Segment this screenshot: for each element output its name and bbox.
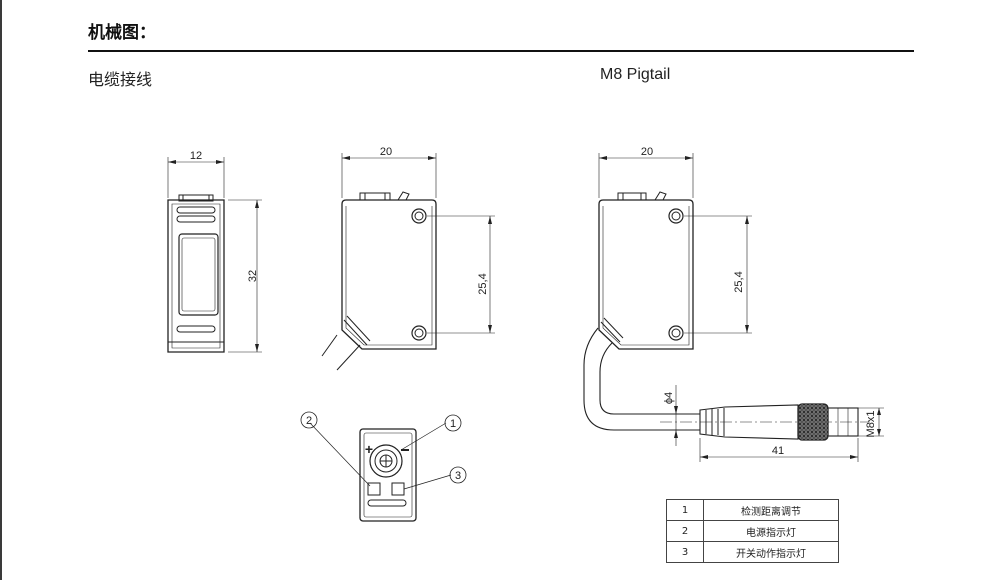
dim-side-height: 32: [247, 270, 259, 282]
window-left-border: [0, 0, 2, 580]
legend-num: 1: [666, 499, 704, 521]
dim-side-width: 12: [190, 150, 202, 162]
page-title: 机械图：: [88, 23, 156, 42]
legend-desc: 开关动作指示灯: [703, 541, 839, 563]
dim-thread: M8x1: [865, 411, 877, 438]
dim-connector-length: 41: [772, 445, 784, 457]
dim-front-hole-spacing: 25,4: [477, 273, 489, 294]
callout-3: 3: [455, 470, 461, 482]
callout-1: 1: [450, 418, 456, 430]
legend-table: 1 检测距离调节 2 电源指示灯 3 开关动作指示灯: [666, 499, 839, 563]
dim-cable-diameter: ϕ4: [663, 392, 675, 404]
legend-row: 3 开关动作指示灯: [666, 541, 839, 563]
callout-2: 2: [306, 415, 312, 427]
dim-pigtail-hole-spacing: 25,4: [733, 271, 745, 292]
top-view: +: [300, 411, 467, 522]
legend-desc: 检测距离调节: [703, 499, 839, 521]
legend-row: 2 电源指示灯: [666, 520, 839, 542]
legend-row: 1 检测距离调节: [666, 499, 839, 521]
legend-num: 2: [666, 520, 704, 542]
title-divider: [88, 50, 914, 52]
dim-front-width: 20: [380, 146, 392, 158]
svg-text:+: +: [365, 441, 373, 457]
front-view-cable: [321, 153, 495, 371]
legend-desc: 电源指示灯: [703, 520, 839, 542]
section-title-m8-pigtail: M8 Pigtail: [600, 66, 671, 83]
legend-num: 3: [666, 541, 704, 563]
m8-pigtail-view: [583, 153, 884, 462]
section-title-cable: 电缆接线: [88, 72, 153, 89]
side-view: [167, 157, 262, 353]
dim-pigtail-width: 20: [641, 146, 653, 158]
